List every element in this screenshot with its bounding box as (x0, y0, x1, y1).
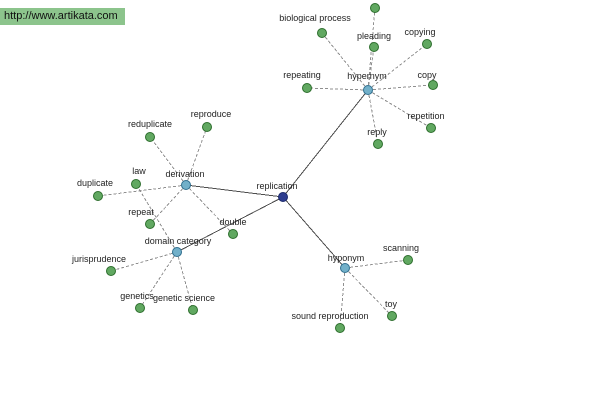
node-replication[interactable] (278, 192, 288, 202)
node-domain-category[interactable] (172, 247, 182, 257)
edge-hypernym-biological-process (321, 32, 369, 91)
node-label-hyponym[interactable]: hyponym (328, 253, 365, 263)
node-duplicate[interactable] (93, 191, 103, 201)
node-reproduce[interactable] (202, 122, 212, 132)
edge-domain-category-jurisprudence (110, 251, 178, 272)
edge-replication-hyponym (282, 196, 346, 269)
node-label-derivation[interactable]: derivation (165, 169, 204, 179)
node-label-duplicate[interactable]: duplicate (77, 178, 113, 188)
edge-domain-category-genetic-science (176, 251, 194, 311)
node-sound-reproduction[interactable] (335, 323, 345, 333)
node-node-top[interactable] (370, 3, 380, 13)
edge-hypernym-copying (367, 43, 428, 91)
node-reduplicate[interactable] (145, 132, 155, 142)
edge-hypernym-repetition (367, 89, 432, 129)
node-label-biological-process[interactable]: biological process (279, 13, 351, 23)
node-copy[interactable] (428, 80, 438, 90)
node-repetition[interactable] (426, 123, 436, 133)
node-double[interactable] (228, 229, 238, 239)
edge-hypernym-reply (367, 89, 379, 145)
node-genetic-science[interactable] (188, 305, 198, 315)
node-label-law[interactable]: law (132, 166, 146, 176)
node-label-pleading[interactable]: pleading (357, 31, 391, 41)
node-label-genetic-science[interactable]: genetic science (153, 293, 215, 303)
edge-replication-hypernym (282, 89, 369, 198)
node-toy[interactable] (387, 311, 397, 321)
node-reply[interactable] (373, 139, 383, 149)
node-label-repeating[interactable]: repeating (283, 70, 321, 80)
node-copying[interactable] (422, 39, 432, 49)
edge-hyponym-sound-reproduction (339, 267, 346, 329)
node-hypernym[interactable] (363, 85, 373, 95)
node-label-toy[interactable]: toy (385, 299, 398, 309)
node-label-reproduce[interactable]: reproduce (191, 109, 232, 119)
node-law[interactable] (131, 179, 141, 189)
node-repeat[interactable] (145, 219, 155, 229)
node-pleading[interactable] (369, 42, 379, 52)
node-label-reduplicate[interactable]: reduplicate (128, 119, 172, 129)
node-label-reply[interactable]: reply (367, 127, 387, 137)
node-label-genetics[interactable]: genetics (120, 291, 154, 301)
edge-hypernym-copy (367, 84, 434, 91)
node-biological-process[interactable] (317, 28, 327, 38)
edge-derivation-reduplicate (149, 136, 187, 186)
edge-hyponym-scanning (344, 259, 409, 269)
edge-hypernym-repeating (306, 87, 369, 91)
node-label-hypernym[interactable]: hypernym (347, 71, 387, 81)
node-jurisprudence[interactable] (106, 266, 116, 276)
node-label-scanning[interactable]: scanning (383, 243, 419, 253)
edge-hyponym-toy (344, 267, 393, 317)
node-label-domain-category[interactable]: domain category (145, 236, 212, 246)
node-hyponym[interactable] (340, 263, 350, 273)
edge-hypernym-pleading (367, 46, 375, 91)
node-label-sound-reproduction[interactable]: sound reproduction (291, 311, 368, 321)
node-label-repeat[interactable]: repeat (128, 207, 154, 217)
edge-replication-derivation (185, 184, 284, 198)
node-derivation[interactable] (181, 180, 191, 190)
node-genetics[interactable] (135, 303, 145, 313)
node-repeating[interactable] (302, 83, 312, 93)
edge-derivation-reproduce (185, 126, 208, 186)
edge-derivation-double (185, 184, 234, 235)
url-label: http://www.artikata.com (0, 8, 125, 25)
edge-domain-category-law (135, 183, 178, 253)
node-label-jurisprudence[interactable]: jurisprudence (71, 254, 126, 264)
node-label-repetition[interactable]: repetition (407, 111, 444, 121)
node-label-replication[interactable]: replication (256, 181, 297, 191)
node-label-double[interactable]: double (219, 217, 246, 227)
node-label-copy[interactable]: copy (417, 70, 437, 80)
edge-derivation-repeat (149, 184, 187, 225)
node-scanning[interactable] (403, 255, 413, 265)
node-label-copying[interactable]: copying (404, 27, 435, 37)
edge-domain-category-genetics (139, 251, 178, 309)
edge-replication-domain-category (176, 196, 284, 253)
